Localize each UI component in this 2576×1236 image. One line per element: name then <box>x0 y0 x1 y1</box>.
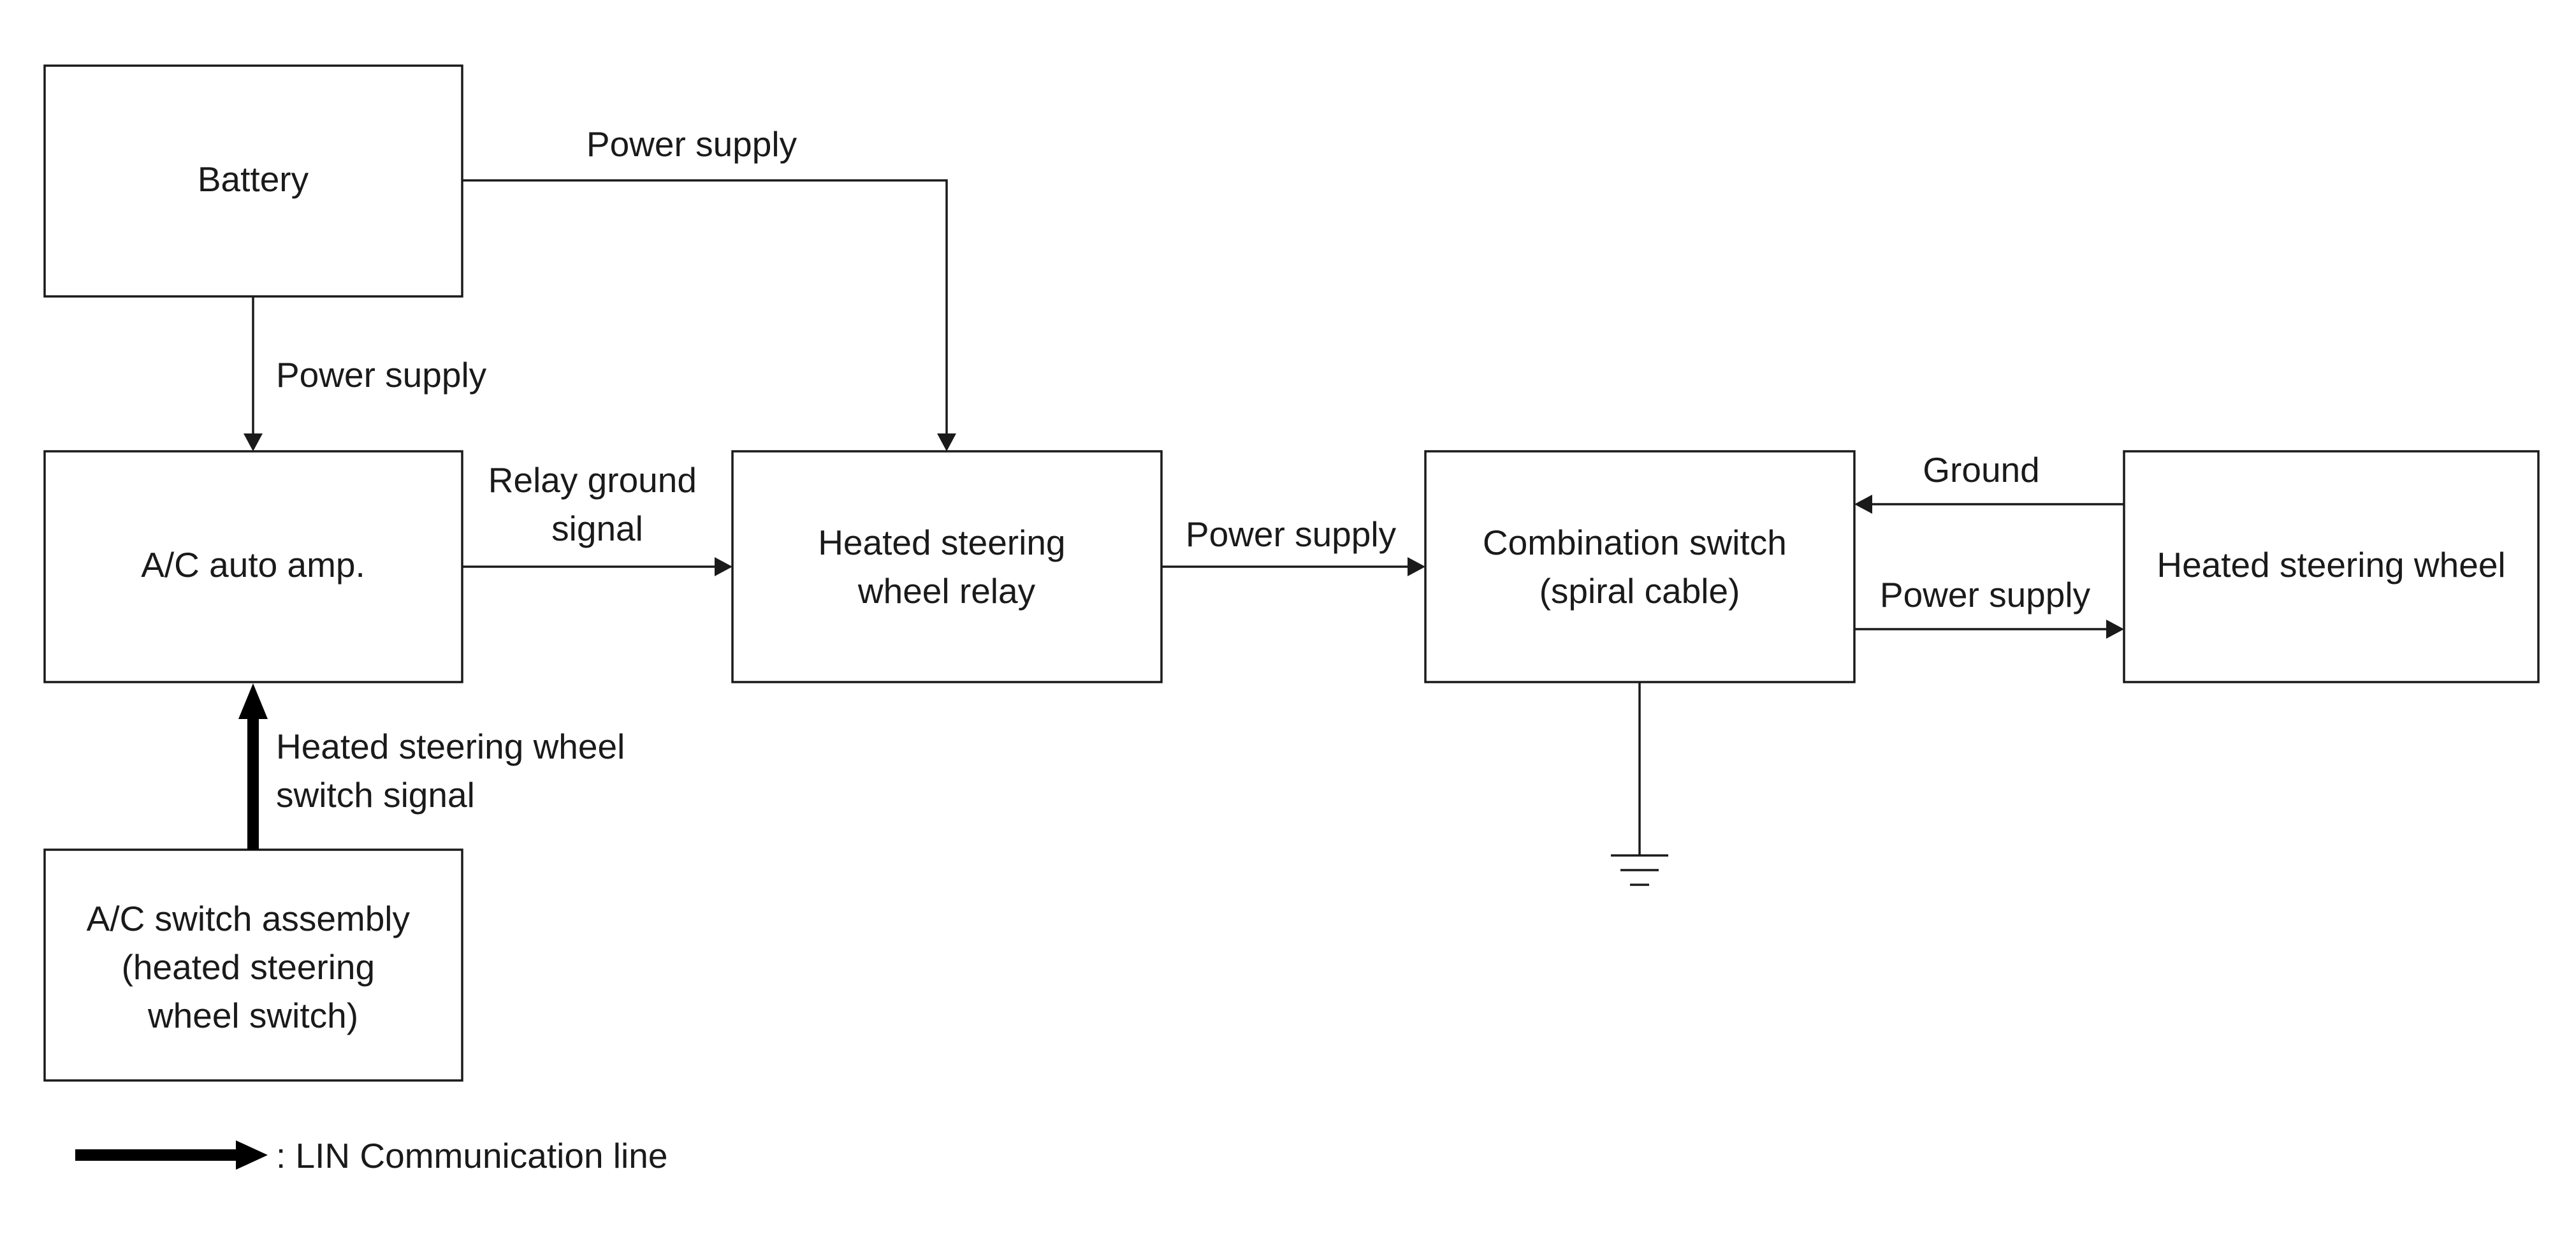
relay-to-combination-label: Power supply <box>1186 514 1397 554</box>
combination-to-wheel-connector: Power supply <box>1854 575 2124 639</box>
heated-steering-wheel-block: Heated steering wheel <box>2123 450 2540 683</box>
ac-auto-amp-label: A/C auto amp. <box>141 545 365 585</box>
thick-arrowhead-icon <box>238 683 268 719</box>
ac-auto-amp-block: A/C auto amp. <box>43 450 463 683</box>
battery-to-relay-label: Power supply <box>586 124 797 164</box>
svg-text:Heated steering wheel sw: Heated steering wheel switch signal <box>276 727 635 815</box>
switch-to-amp-label-line2: switch signal <box>276 775 475 815</box>
amp-to-relay-label-line1: Relay ground <box>488 460 697 500</box>
combination-switch-label-line1: Combination switch <box>1483 523 1787 562</box>
svg-text:Power supply: Power supply <box>276 355 487 395</box>
legend: : LIN Communication line <box>75 1136 667 1175</box>
relay-label-line2: wheel relay <box>857 571 1036 611</box>
svg-text:Combination switch (spir: Combination switch (spiral cable) <box>1483 523 1796 611</box>
heated-steering-wheel-relay-block: Heated steering wheel relay <box>731 450 1163 683</box>
combination-switch-block: Combination switch (spiral cable) <box>1424 450 1856 683</box>
battery-to-relay-connector: Power supply <box>462 124 956 451</box>
ground-connector <box>1611 682 1668 886</box>
svg-text:Power supply: Power supply <box>586 124 797 164</box>
heated-steering-wheel-label: Heated steering wheel <box>2157 545 2505 585</box>
battery-label: Battery <box>198 159 309 199</box>
svg-text:: LIN Communication line: : LIN Communication line <box>276 1136 667 1175</box>
ac-switch-assembly-label-line3: wheel switch) <box>147 996 358 1035</box>
arrowhead-icon <box>937 433 956 451</box>
svg-text:Relay ground signal: Relay ground signal <box>488 460 706 548</box>
arrowhead-icon <box>715 557 732 576</box>
wheel-to-combination-label: Ground <box>1923 450 2039 490</box>
battery-to-amp-connector: Power supply <box>244 296 487 451</box>
arrowhead-icon <box>2106 620 2124 639</box>
ac-switch-assembly-label-line2: (heated steering <box>122 947 375 987</box>
svg-text:A/C switch assembly (hea: A/C switch assembly (heated steering whe… <box>87 899 420 1035</box>
svg-text:Power supply: Power supply <box>1186 514 1397 554</box>
amp-to-relay-label-line2: signal <box>551 509 643 548</box>
thick-arrowhead-icon <box>236 1140 268 1170</box>
switch-to-amp-lin-connector: Heated steering wheel switch signal <box>238 683 635 850</box>
battery-block: Battery <box>43 64 463 298</box>
svg-text:Battery: Battery <box>198 159 309 199</box>
relay-label-line1: Heated steering <box>818 523 1065 562</box>
ac-switch-assembly-label-line1: A/C switch assembly <box>87 899 411 938</box>
ground-icon <box>1611 854 1668 886</box>
battery-to-amp-label: Power supply <box>276 355 487 395</box>
wheel-to-combination-connector: Ground <box>1854 450 2124 514</box>
svg-text:Power supply: Power supply <box>1880 575 2091 614</box>
relay-to-combination-connector: Power supply <box>1161 514 1425 576</box>
ac-switch-assembly-block: A/C switch assembly (heated steering whe… <box>43 848 463 1082</box>
arrowhead-icon <box>1408 557 1425 576</box>
combination-to-wheel-label: Power supply <box>1880 575 2091 614</box>
svg-text:Ground: Ground <box>1923 450 2039 490</box>
svg-text:Heated steering wheel: Heated steering wheel <box>2157 545 2505 585</box>
switch-to-amp-label-line1: Heated steering wheel <box>276 727 625 766</box>
arrowhead-icon <box>1854 495 1872 514</box>
svg-text:A/C auto amp.: A/C auto amp. <box>141 545 365 585</box>
arrowhead-icon <box>244 433 263 451</box>
svg-text:Heated steering wheel re: Heated steering wheel relay <box>818 523 1075 611</box>
combination-switch-label-line2: (spiral cable) <box>1539 571 1740 611</box>
legend-label: : LIN Communication line <box>276 1136 667 1175</box>
amp-to-relay-connector: Relay ground signal <box>462 460 732 576</box>
